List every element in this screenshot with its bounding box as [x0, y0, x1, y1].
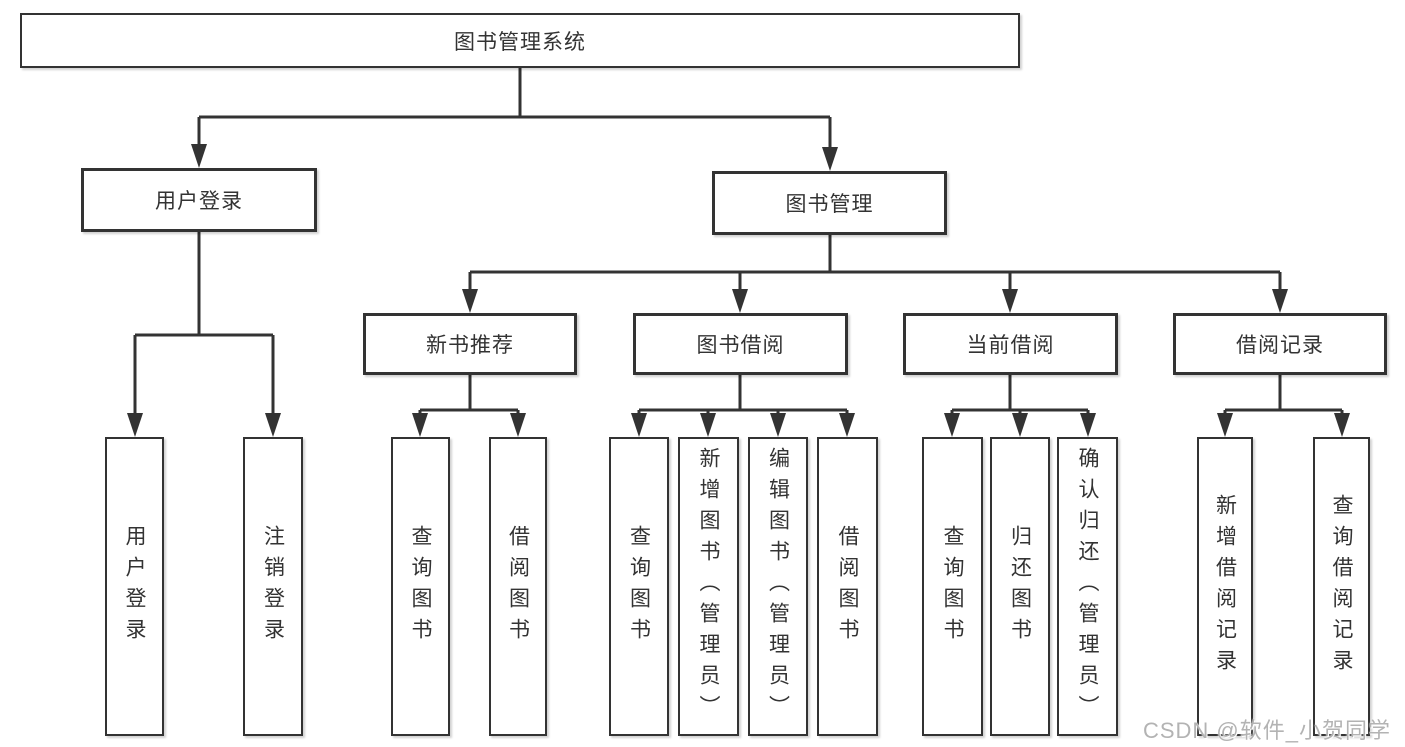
arrow-down-icon: [839, 413, 855, 437]
node-leaf-query-books-3: 查询图书: [922, 437, 983, 736]
node-leaf-query-books-2: 查询图书: [609, 437, 669, 736]
node-label: 借阅图书: [836, 524, 859, 649]
arrow-down-icon: [700, 413, 716, 437]
arrow-down-icon: [770, 413, 786, 437]
node-label: 查询图书: [941, 524, 964, 649]
node-leaf-add-borrow-record: 新增借阅记录: [1197, 437, 1253, 736]
node-label: 确认归还（管理员）: [1076, 447, 1099, 726]
connector-borrow-children: [637, 375, 849, 415]
connector-bookmgmt-children: [468, 235, 1282, 291]
arrow-down-icon: [631, 413, 647, 437]
connector-line: [950, 375, 1090, 415]
connector-current-children: [950, 375, 1090, 415]
connector-line: [197, 68, 832, 150]
connector-line: [637, 375, 849, 415]
node-leaf-borrow-books-1: 借阅图书: [489, 437, 547, 736]
node-leaf-query-borrow-record: 查询借阅记录: [1313, 437, 1370, 736]
connector-line: [1223, 375, 1344, 415]
connector-line: [468, 235, 1282, 291]
arrow-down-icon: [1272, 289, 1288, 313]
node-leaf-borrow-books-2: 借阅图书: [817, 437, 878, 736]
arrow-down-icon: [944, 413, 960, 437]
node-label: 借阅记录: [1236, 334, 1324, 357]
arrow-down-icon: [127, 413, 143, 437]
node-leaf-user-login: 用户登录: [105, 437, 164, 736]
node-borrowing-records: 借阅记录: [1173, 313, 1387, 375]
node-leaf-query-books-1: 查询图书: [391, 437, 450, 736]
connector-records-children: [1223, 375, 1344, 415]
node-label: 当前借阅: [966, 334, 1055, 357]
arrow-down-icon: [510, 413, 526, 437]
node-label: 查询图书: [409, 524, 432, 649]
node-label: 查询图书: [627, 524, 651, 649]
node-library-system: 图书管理系统: [20, 13, 1020, 68]
node-label: 新书推荐: [426, 334, 514, 357]
node-label: 查询借阅记录: [1330, 493, 1353, 680]
csdn-watermark: CSDN @软件_小贺同学: [1142, 718, 1391, 743]
connector-userlogin-children: [133, 232, 275, 415]
node-new-book-recommend: 新书推荐: [363, 313, 577, 375]
node-label: 编辑图书（管理员）: [766, 447, 790, 726]
node-book-borrowing: 图书借阅: [633, 313, 848, 375]
node-label: 注销登录: [261, 524, 285, 649]
connector-root-to-level2: [197, 68, 832, 150]
node-leaf-confirm-return-admin: 确认归还（管理员）: [1057, 437, 1118, 736]
node-leaf-edit-books-admin: 编辑图书（管理员）: [748, 437, 808, 736]
node-label: 用户登录: [155, 190, 243, 213]
node-user-login: 用户登录: [81, 168, 317, 232]
arrow-down-icon: [412, 413, 428, 437]
node-label: 用户登录: [123, 524, 146, 649]
node-book-management: 图书管理: [712, 171, 947, 235]
node-leaf-return-books: 归还图书: [990, 437, 1050, 736]
arrow-down-icon: [1012, 413, 1028, 437]
arrow-down-icon: [822, 147, 838, 171]
connector-newbooks-children: [418, 375, 520, 415]
connector-line: [418, 375, 520, 415]
arrow-down-icon: [191, 144, 207, 168]
node-label: 图书借阅: [696, 334, 785, 357]
node-label: 借阅图书: [506, 524, 530, 649]
arrow-down-icon: [462, 289, 478, 313]
node-label: 图书管理: [785, 193, 874, 216]
arrow-down-icon: [1334, 413, 1350, 437]
node-leaf-logout: 注销登录: [243, 437, 303, 736]
node-leaf-add-books-admin: 新增图书（管理员）: [678, 437, 739, 736]
arrow-down-icon: [265, 413, 281, 437]
node-current-borrowing: 当前借阅: [903, 313, 1118, 375]
arrow-down-icon: [1002, 289, 1018, 313]
arrow-down-icon: [1217, 413, 1233, 437]
arrowheads: [127, 144, 1350, 437]
arrow-down-icon: [732, 289, 748, 313]
node-label: 图书管理系统: [454, 30, 586, 54]
node-label: 新增借阅记录: [1213, 493, 1237, 680]
node-label: 新增图书（管理员）: [697, 447, 720, 726]
connector-line: [133, 232, 275, 415]
node-label: 归还图书: [1008, 524, 1032, 649]
arrow-down-icon: [1080, 413, 1096, 437]
